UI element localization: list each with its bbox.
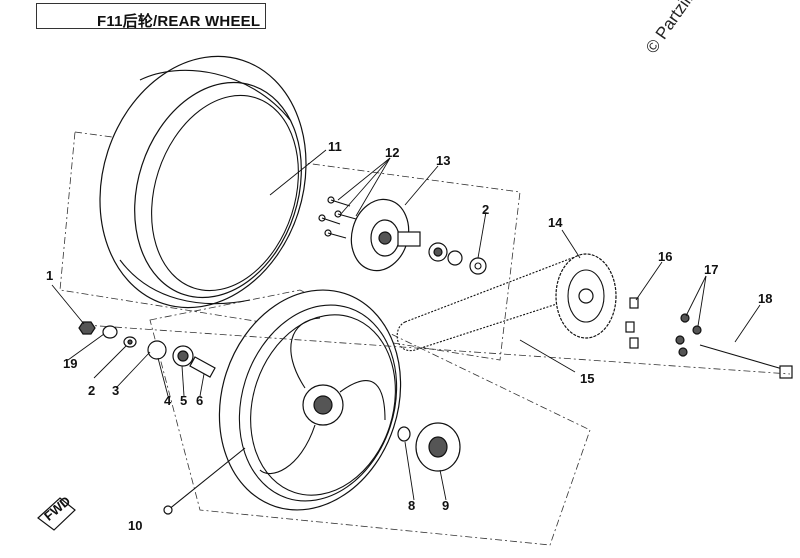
callout-12: 12 [385,145,399,160]
rear-axle [699,344,793,379]
callout-11: 11 [328,139,342,154]
hub-bolts [318,196,357,239]
sprocket-hub [350,198,421,272]
callout-8: 8 [408,498,415,513]
callout-6: 6 [196,393,203,408]
callout-5: 5 [180,393,187,408]
callout-14: 14 [548,215,563,230]
callout-19: 19 [63,356,77,371]
valve [163,505,173,515]
callout-1: 1 [46,268,53,283]
callout-4: 4 [164,393,172,408]
leader-lines [51,149,761,501]
wheel-outline [149,289,591,546]
diagram-title: F11后轮/REAR WHEEL [97,13,261,30]
callout-15: 15 [580,371,594,386]
spacer-2-upper [469,257,487,275]
rear-sprocket [555,253,617,339]
valve-line [167,447,246,511]
callout-10: 10 [128,518,142,533]
callout-18: 18 [758,291,772,306]
adjuster-parts [625,297,702,357]
left-side-parts [78,321,216,378]
rim [218,289,402,511]
axle-centerline [84,324,791,375]
right-side-parts [397,422,461,472]
callout-13: 13 [436,153,450,168]
tire-outline [59,131,521,361]
callout-17: 17 [704,262,718,277]
fwd-arrow: FWD [37,493,76,531]
callout-9: 9 [442,498,449,513]
tire [99,55,307,309]
callout-2-lower: 2 [88,383,95,398]
callout-labels: 1 19 2 3 4 5 6 8 9 10 11 12 13 2 14 15 1… [46,139,772,533]
callout-2-upper: 2 [482,202,489,217]
callout-3: 3 [112,383,119,398]
callout-16: 16 [658,249,672,264]
title-box: F11后轮/REAR WHEEL [36,3,266,30]
